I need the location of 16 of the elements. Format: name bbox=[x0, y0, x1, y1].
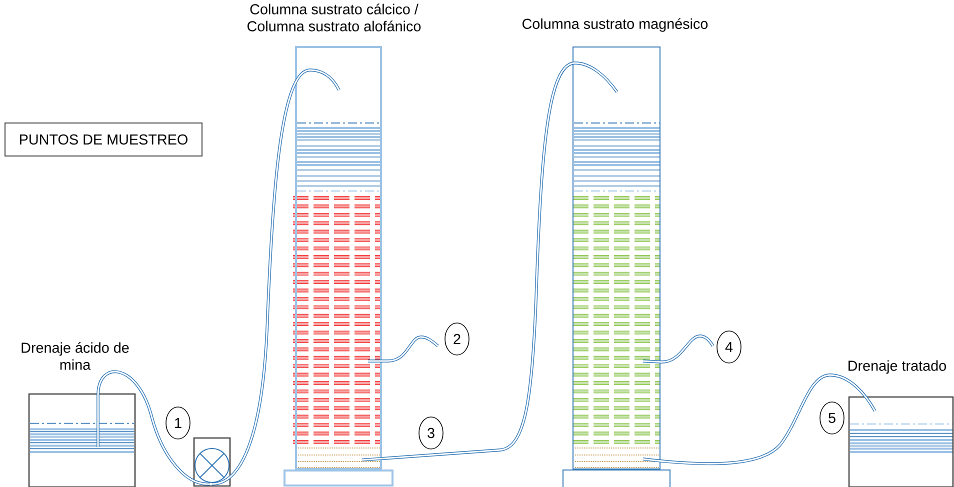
callout-number: 4 bbox=[716, 330, 742, 364]
tube bbox=[368, 336, 439, 362]
callout-number: 1 bbox=[166, 406, 190, 440]
tube bbox=[362, 62, 618, 462]
tube bbox=[642, 334, 714, 364]
tank-label: Drenaje tratado bbox=[848, 360, 946, 374]
tube bbox=[96, 370, 210, 486]
callout-number: 5 bbox=[820, 402, 844, 434]
callout-number: 3 bbox=[418, 416, 444, 450]
label-box: PUNTOS DE MUESTREO bbox=[4, 122, 202, 156]
callout-number: 2 bbox=[444, 322, 470, 356]
pump bbox=[193, 437, 231, 487]
column-heading: Columna sustrato magnésico bbox=[522, 18, 708, 32]
tank-label: Drenaje ácido de mina bbox=[22, 342, 129, 370]
tube bbox=[642, 374, 876, 466]
column-heading: Columna sustrato cálcico / Columna sustrato alofánico bbox=[248, 4, 421, 32]
